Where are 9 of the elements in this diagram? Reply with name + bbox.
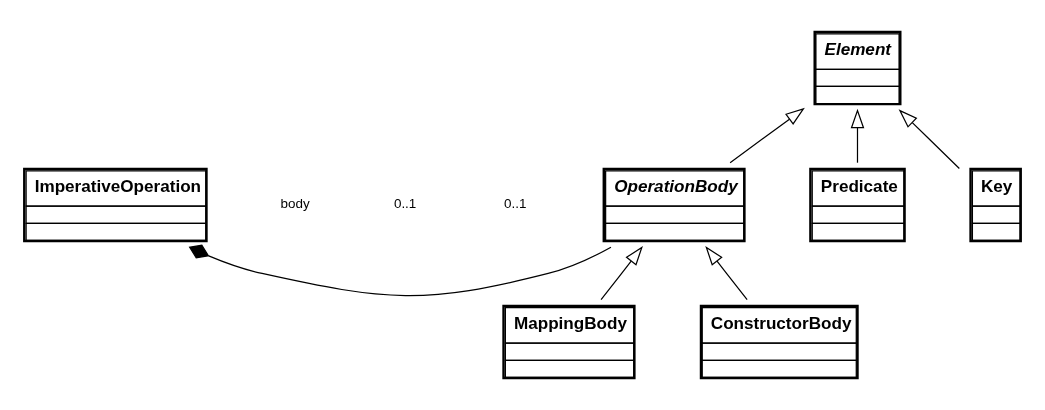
arrow: [600, 246, 643, 301]
label: body: [280, 196, 310, 212]
arrow: [729, 107, 805, 164]
arrow: [898, 109, 960, 170]
label: 0..1: [503, 196, 527, 212]
label: 0..1: [393, 196, 417, 212]
arrow: [705, 246, 748, 301]
arrow: [850, 108, 865, 164]
connector: [188, 244, 612, 297]
